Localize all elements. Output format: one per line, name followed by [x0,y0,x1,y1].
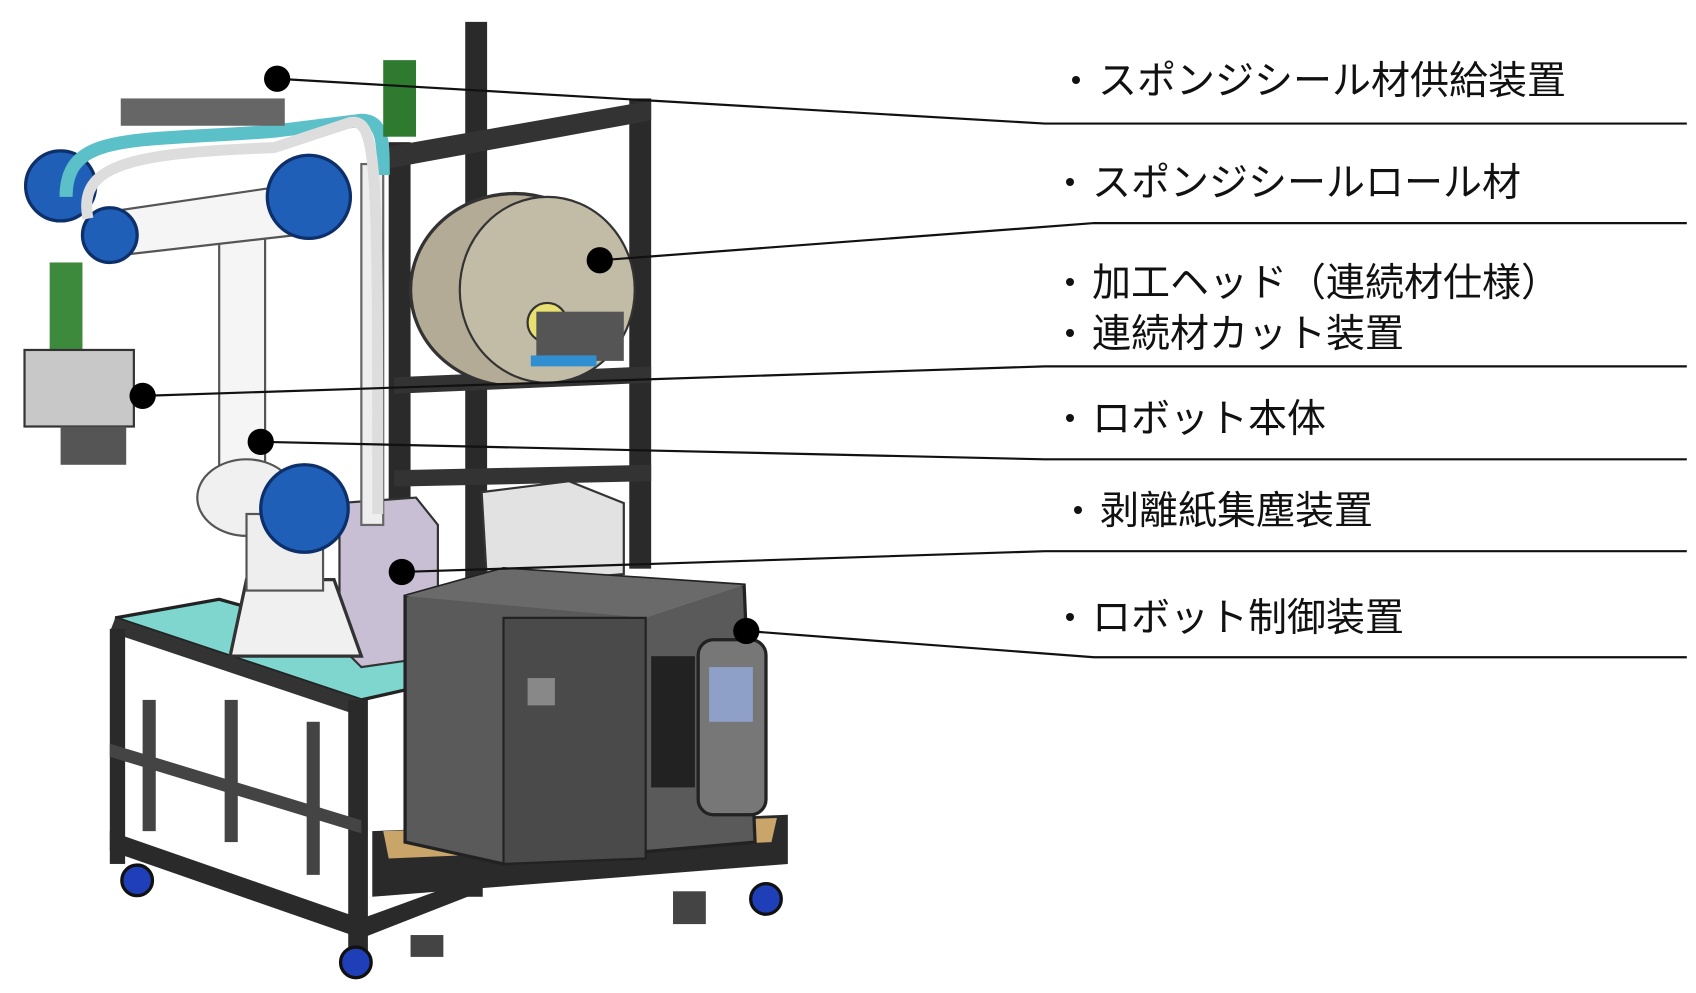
robot-base-table [109,597,483,952]
label-text: 加工ヘッド（連続材仕様） [1092,261,1561,306]
label-robot-controller: ロボット制御装置 [1066,599,1404,638]
label-processing-head: 加工ヘッド（連続材仕様） [1066,264,1560,303]
bullet-icon [1066,612,1074,621]
bullet-icon [1066,413,1074,422]
callout-dots [129,65,760,645]
caster-wheels [120,863,783,980]
bullet-icon [1074,505,1082,514]
leader-lines [142,77,1687,659]
bullet-icon [1066,328,1074,337]
robot-arm-illustration [23,60,417,658]
label-text: 剥離紙集塵装置 [1100,489,1374,534]
label-text: ロボット本体 [1092,397,1327,442]
label-sponge-seal-supply: スポンジシール材供給装置 [1072,62,1566,101]
label-text: 連続材カット装置 [1092,312,1405,357]
robot-controller-illustration [403,567,768,866]
label-dust-collector: 剥離紙集塵装置 [1074,492,1373,531]
teach-pendant [696,638,768,817]
bullet-icon [1066,277,1074,286]
label-text: スポンジシール材供給装置 [1098,59,1567,104]
label-text: スポンジシールロール材 [1092,161,1522,206]
label-cut-device: 連続材カット装置 [1066,315,1404,354]
label-text: ロボット制御装置 [1092,596,1405,641]
label-robot-body: ロボット本体 [1066,400,1326,439]
bullet-icon [1066,177,1074,186]
bullet-icon [1072,75,1080,84]
label-sponge-seal-roll: スポンジシールロール材 [1066,164,1521,203]
sponge-seal-roll-illustration [408,191,636,388]
